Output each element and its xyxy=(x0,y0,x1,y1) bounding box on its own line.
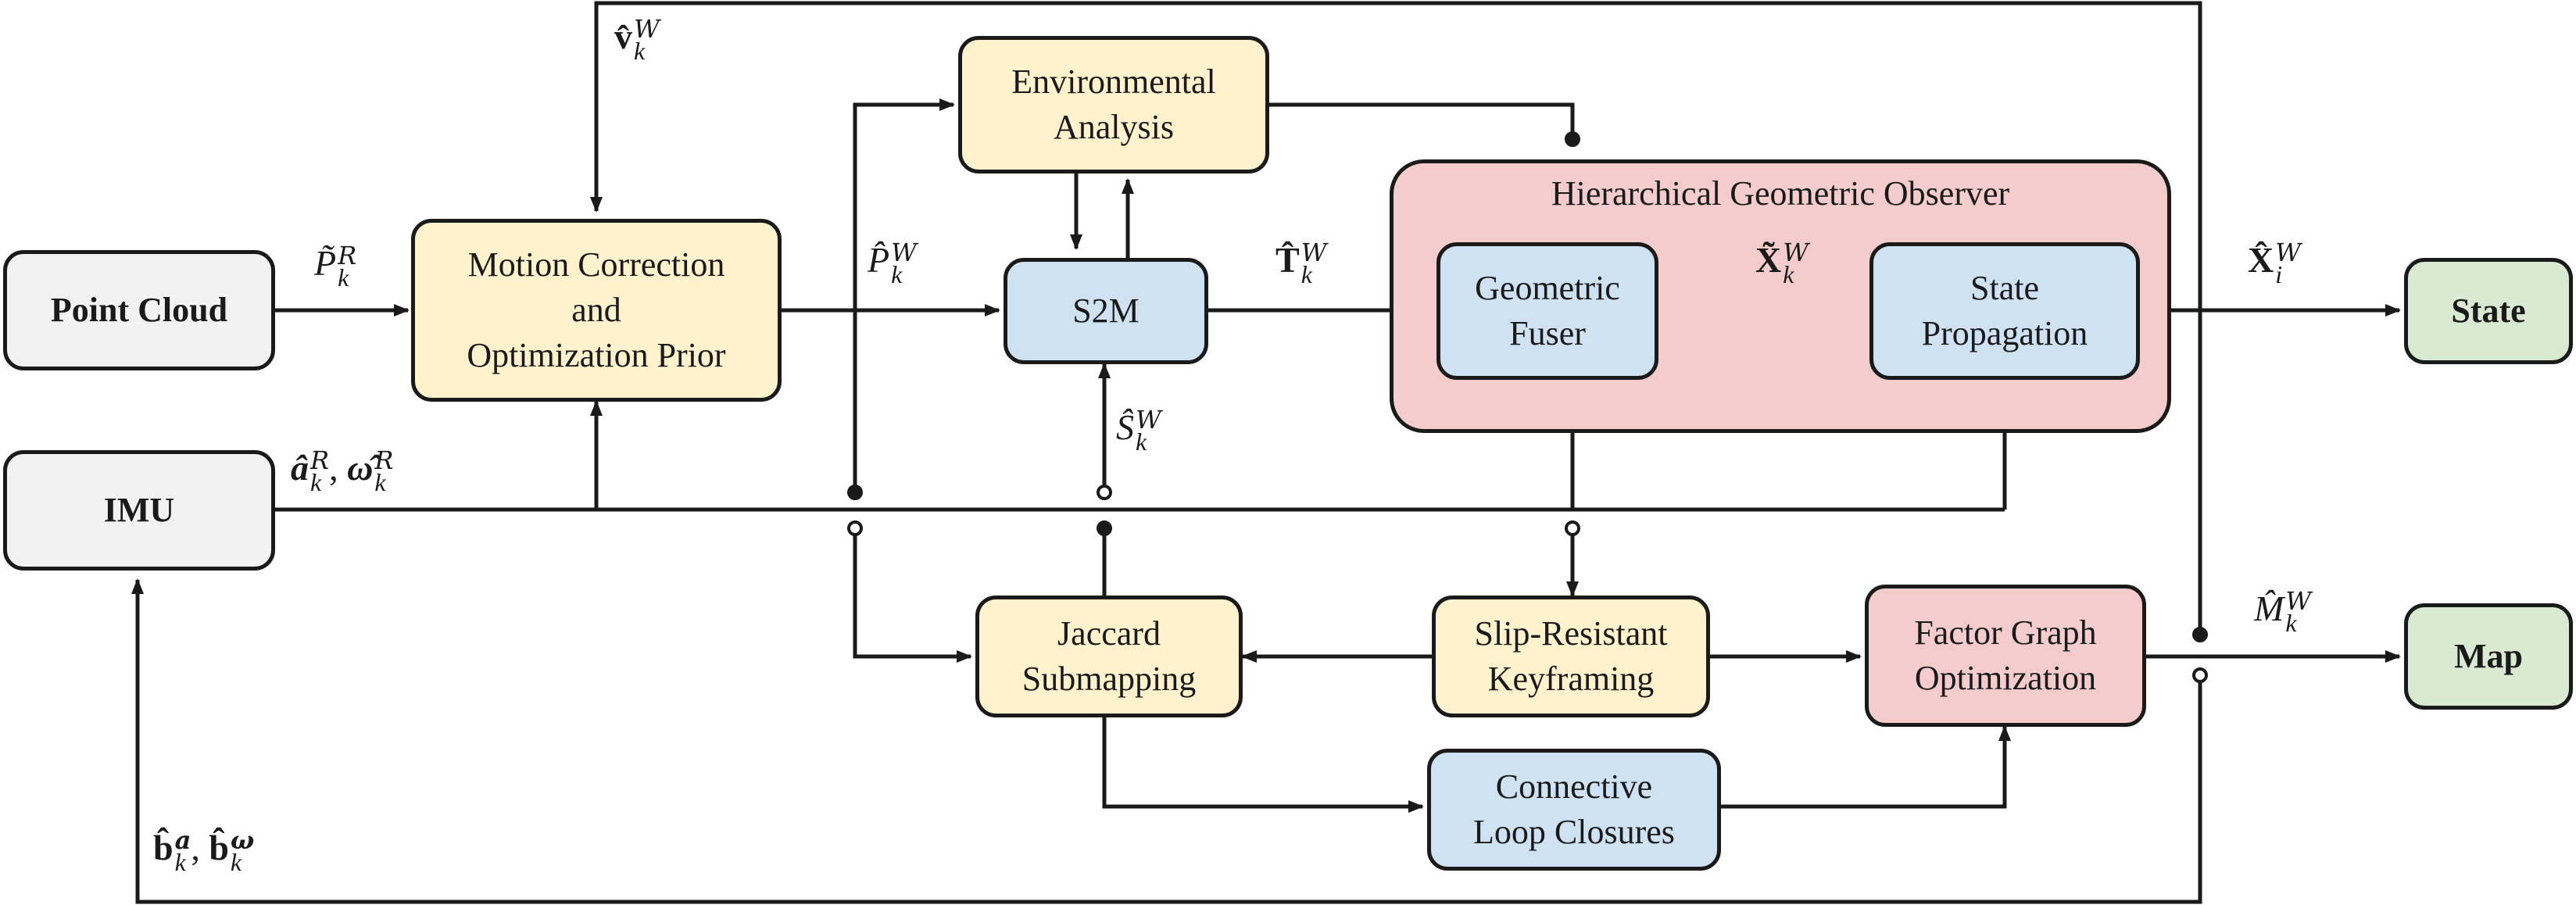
state-propagation-block: State Propagation xyxy=(1869,242,2140,380)
line-feedback-v xyxy=(590,1,2202,635)
label-t-hat-sub: k xyxy=(1301,260,1312,289)
hgo-title: Hierarchical Geometric Observer xyxy=(1551,174,2010,213)
label-omega-base: ω̂ xyxy=(347,448,374,488)
junction-dot xyxy=(2192,627,2208,642)
env-line-1: Environmental xyxy=(1011,63,1216,101)
point-cloud-label: Point Cloud xyxy=(50,291,228,329)
motion-correction-block: Motion Correction and Optimization Prior xyxy=(411,219,782,402)
line-env-to-hgo xyxy=(1269,102,1575,139)
keyframing-line-2: Keyframing xyxy=(1487,660,1655,698)
environmental-analysis-block: Environmental Analysis xyxy=(958,36,1269,173)
jaccard-line-1: Jaccard xyxy=(1057,614,1161,653)
loop-line-2: Loop Closures xyxy=(1473,813,1675,851)
label-x-hat-base: X̂ xyxy=(2248,240,2274,280)
arrow-to-jaccard xyxy=(853,528,972,663)
arrow-loop-to-factor xyxy=(1721,725,2011,809)
factor-line-1: Factor Graph xyxy=(1914,613,2097,652)
junction-dot xyxy=(847,485,863,500)
label-m-hat-base: M̂ xyxy=(2254,588,2284,628)
factor-graph-block: Factor Graph Optimization xyxy=(1865,585,2146,727)
jaccard-line-2: Submapping xyxy=(1021,660,1197,698)
imu-block: IMU xyxy=(3,450,275,571)
label-b-base-w: b̂ xyxy=(209,828,229,867)
label-v-base: v̂ xyxy=(614,16,632,56)
arrow-bias-feedback xyxy=(131,578,2202,904)
junction-ring xyxy=(1097,485,1112,500)
propagation-line-2: Propagation xyxy=(1921,314,2088,352)
label-v-sup: W xyxy=(634,14,660,45)
factor-line-2: Optimization xyxy=(1914,659,2097,697)
label-x-tilde-base: X̃ xyxy=(1755,240,1782,280)
label-x-hat-sup: W xyxy=(2275,238,2302,268)
label-x-tilde-sup: W xyxy=(1783,238,1809,268)
label-m-hat-sub: k xyxy=(2285,609,2297,638)
s2m-block: S2M xyxy=(1004,258,1208,364)
junction-ring xyxy=(847,520,863,536)
keyframing-block: Slip-Resistant Keyframing xyxy=(1432,596,1710,717)
label-v-sub: k xyxy=(634,37,646,66)
state-label: State xyxy=(2451,292,2526,330)
map-label: Map xyxy=(2454,637,2523,675)
label-s-hat-sub: k xyxy=(1136,427,1147,456)
junction-dot xyxy=(1097,520,1112,536)
label-a-base: â xyxy=(291,448,309,488)
propagation-line-1: State xyxy=(1970,269,2039,307)
label-b-sep: , xyxy=(191,828,200,867)
fuser-line-1: Geometric xyxy=(1475,269,1620,307)
label-p-hat-base: P̂ xyxy=(868,240,890,280)
label-omega-sub: k xyxy=(374,468,386,497)
label-omega-sup: R xyxy=(374,445,394,476)
label-m-hat-sup: W xyxy=(2285,586,2312,617)
label-b-sup-a: a xyxy=(174,825,191,856)
motion-line-1: Motion Correction xyxy=(467,245,725,284)
s2m-label: S2M xyxy=(1072,292,1140,330)
label-x-tilde-sub: k xyxy=(1783,260,1794,289)
point-cloud-block: Point Cloud xyxy=(3,250,275,370)
label-s-hat-base: Ŝ xyxy=(1116,407,1134,447)
arrow-to-environmental xyxy=(853,98,955,492)
loop-line-1: Connective xyxy=(1495,767,1653,806)
junction-ring xyxy=(2192,667,2208,683)
fuser-line-2: Fuser xyxy=(1509,314,1586,352)
label-p-hat-sub: k xyxy=(891,260,903,289)
label-a-sub: k xyxy=(310,468,322,497)
imu-label: IMU xyxy=(103,491,175,529)
label-p-tilde-sup: R xyxy=(338,241,357,271)
label-p-hat-sup: W xyxy=(891,238,917,268)
state-block: State xyxy=(2404,258,2573,364)
label-t-hat-base: T̂ xyxy=(1275,240,1300,280)
label-a-sup: R xyxy=(310,445,330,476)
label-b-base-a: b̂ xyxy=(153,828,174,867)
label-t-hat-sup: W xyxy=(1301,238,1327,268)
keyframing-line-1: Slip-Resistant xyxy=(1474,614,1668,653)
geometric-fuser-block: Geometric Fuser xyxy=(1436,242,1658,380)
junction-ring xyxy=(1565,520,1580,536)
map-block: Map xyxy=(2404,603,2573,710)
arrow-jaccard-to-loop xyxy=(1102,717,1424,813)
label-s-hat-sup: W xyxy=(1136,405,1161,435)
label-b-sub-w: k xyxy=(230,848,242,877)
label-p-tilde-sub: k xyxy=(338,263,349,292)
motion-line-3: Optimization Prior xyxy=(467,336,726,374)
motion-line-2: and xyxy=(571,291,621,329)
junction-dot xyxy=(1565,131,1580,147)
jaccard-submapping-block: Jaccard Submapping xyxy=(975,596,1243,717)
env-line-2: Analysis xyxy=(1054,108,1174,146)
label-b-sub-a: k xyxy=(174,848,186,877)
label-a-sep: , xyxy=(329,448,338,488)
loop-closures-block: Connective Loop Closures xyxy=(1427,749,1721,871)
label-x-hat-sub: i xyxy=(2275,260,2283,289)
label-b-sup-w: ω xyxy=(230,825,255,856)
label-p-tilde-base: P̃ xyxy=(314,243,337,283)
